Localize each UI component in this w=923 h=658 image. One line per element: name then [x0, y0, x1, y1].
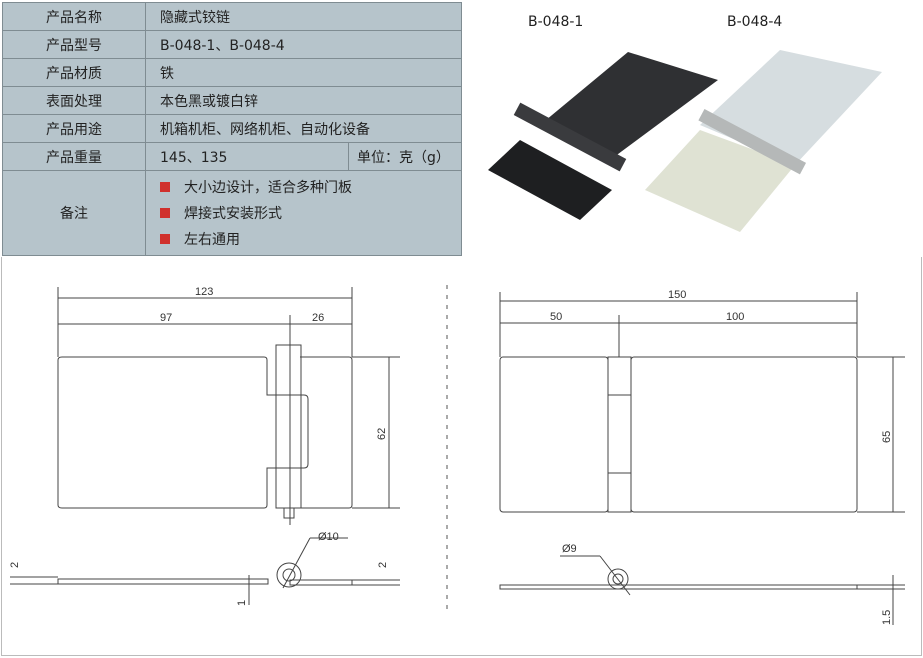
photo-label: B-048-4	[727, 14, 783, 30]
remarks-list: 大小边设计，适合多种门板 焊接式安装形式 左右通用	[145, 170, 462, 256]
remark-item: 左右通用	[160, 226, 461, 252]
dim-thickness: 2	[9, 562, 21, 568]
black-hinge-photo	[488, 52, 718, 220]
dim-diameter: Ø9	[562, 543, 577, 555]
remark-item: 焊接式安装形式	[160, 200, 461, 226]
dim-left: 97	[160, 312, 172, 324]
bullet-icon	[160, 182, 170, 192]
spec-label: 表面处理	[2, 86, 146, 115]
remark-item: 大小边设计，适合多种门板	[160, 174, 461, 200]
table-row: 产品用途机箱机柜、网络机柜、自动化设备	[2, 114, 462, 143]
spec-value: 铁	[145, 58, 462, 87]
dim-left: 50	[550, 311, 562, 323]
remark-text: 大小边设计，适合多种门板	[184, 180, 352, 196]
photo-label: B-048-1	[528, 14, 584, 30]
spec-label: 产品材质	[2, 58, 146, 87]
remark-text: 左右通用	[184, 232, 240, 248]
left-drawing	[10, 287, 400, 605]
table-row: 产品名称隐藏式铰链	[2, 2, 462, 31]
bullet-icon	[160, 234, 170, 244]
dim-height: 65	[881, 431, 893, 443]
dim-thickness: 2	[377, 562, 389, 568]
table-row: 备注 大小边设计，适合多种门板 焊接式安装形式 左右通用	[2, 170, 462, 256]
spec-label: 产品重量	[2, 142, 146, 171]
spec-value: 145、135	[145, 142, 349, 171]
drawing-frame	[1, 257, 922, 656]
dim-height: 62	[376, 428, 388, 440]
unit-label: 单位：克（g）	[348, 142, 462, 171]
spec-label: 产品名称	[2, 2, 146, 31]
dim-diameter: Ø10	[318, 531, 339, 543]
spec-label: 产品用途	[2, 114, 146, 143]
dim-right: 26	[312, 312, 324, 324]
dim-right: 100	[726, 311, 744, 323]
remarks-label: 备注	[2, 170, 146, 256]
dim-thickness: 1.5	[881, 610, 893, 625]
spec-value: 机箱机柜、网络机柜、自动化设备	[145, 114, 462, 143]
remark-text: 焊接式安装形式	[184, 206, 282, 222]
right-drawing	[499, 292, 905, 625]
table-row: 产品材质铁	[2, 58, 462, 87]
dim-overall: 123	[195, 286, 213, 298]
bullet-icon	[160, 208, 170, 218]
dim-overall: 150	[668, 289, 686, 301]
dim-gap: 1	[236, 600, 248, 606]
zinc-hinge-photo	[645, 50, 882, 232]
spec-label: 产品型号	[2, 30, 146, 59]
table-row: 表面处理本色黑或镀白锌	[2, 86, 462, 115]
